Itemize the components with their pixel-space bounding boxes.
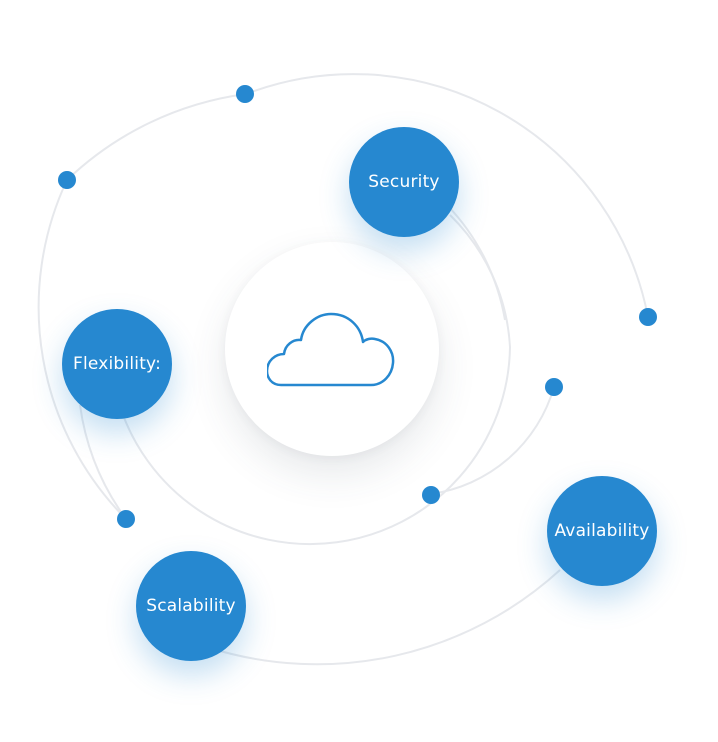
top-left-orbit-arc [66, 93, 247, 181]
cloud-icon [267, 312, 395, 387]
orbit-dot [236, 85, 254, 103]
inner-orbit-arc [117, 214, 512, 546]
security-node: Security [349, 127, 459, 237]
flexibility-node: Flexibility: [62, 309, 172, 419]
orbit-dot [639, 308, 657, 326]
mid-orbit-arc [430, 386, 555, 495]
outer-orbit-arc [245, 73, 649, 318]
center-cloud-circle [225, 242, 439, 456]
scalability-label: Scalability [146, 596, 236, 616]
availability-node: Availability [547, 476, 657, 586]
flex-orbit-arc [79, 404, 127, 520]
left-orbit-arc [37, 179, 127, 520]
security-label: Security [368, 172, 440, 192]
availability-label: Availability [554, 521, 650, 541]
bottom-orbit-arc [209, 569, 561, 666]
orbit-dot [117, 510, 135, 528]
scalability-node: Scalability [136, 551, 246, 661]
security-orbit-arc [447, 205, 506, 321]
orbit-dot [422, 486, 440, 504]
orbit-dot [545, 378, 563, 396]
orbit-dot [58, 171, 76, 189]
flexibility-label: Flexibility: [72, 354, 162, 374]
